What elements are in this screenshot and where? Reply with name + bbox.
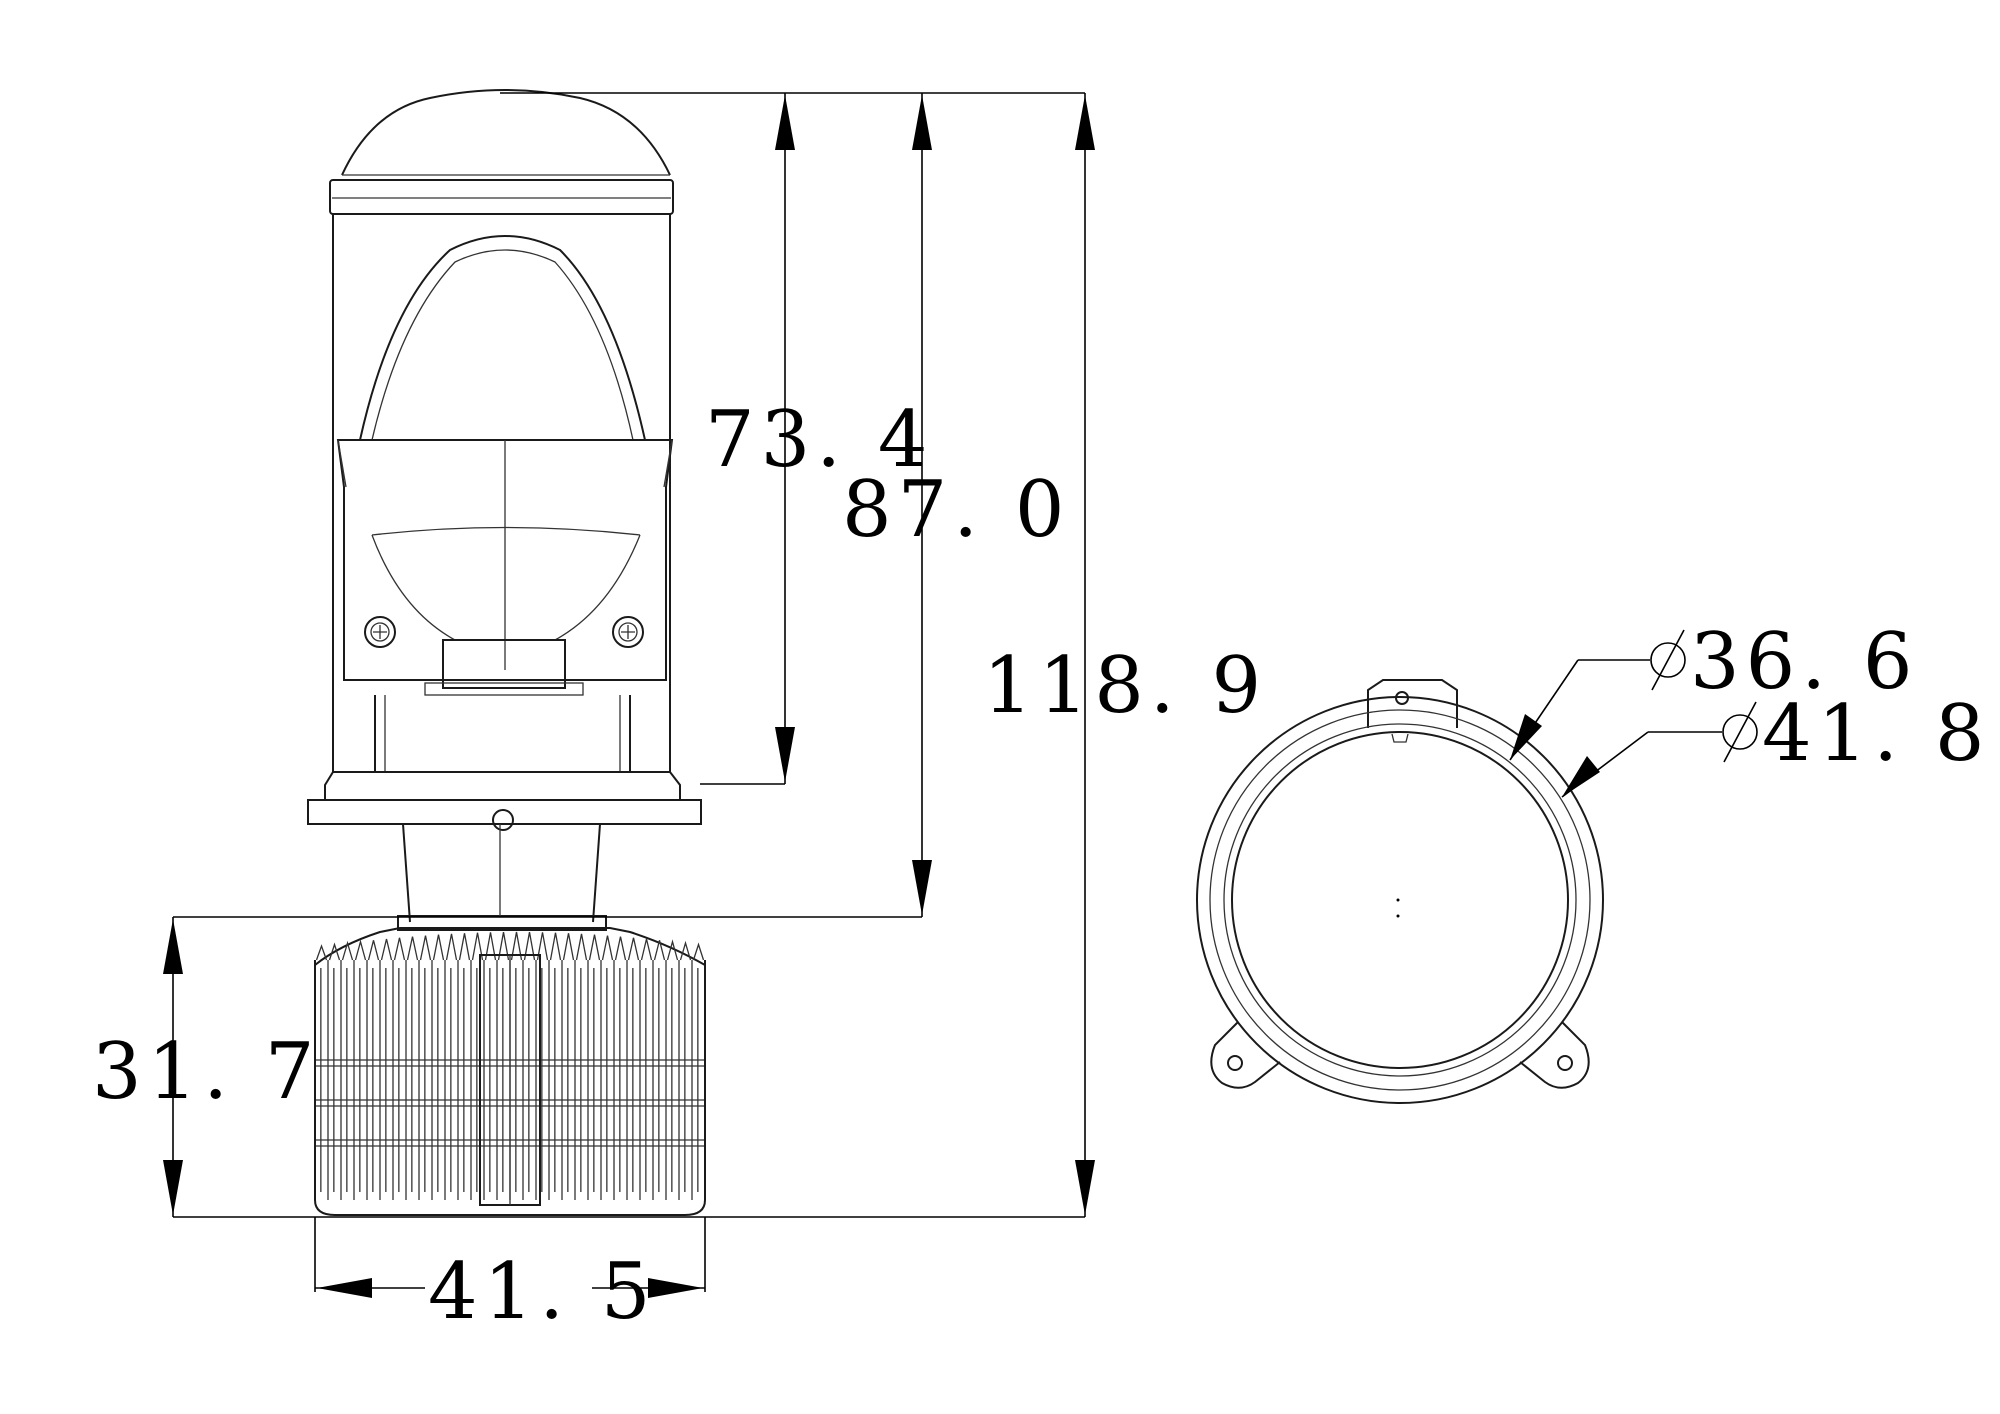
dim-total-height: 118. 9 [983,641,1267,731]
top-tab [1367,679,1458,728]
dimension-lines [163,92,1095,1298]
dim-upper-height: 87. 0 [842,465,1070,555]
mounting-flange [324,771,681,801]
bottom-right-lug [1519,1021,1590,1089]
inner-lens [1231,731,1569,1069]
dim-lens-height: 73. 4 [705,395,933,485]
dim-outer-diameter: 41. 8 [1722,689,1990,779]
screw-left-icon [364,616,396,648]
lens-housing [332,214,671,772]
adapter-collar [402,823,601,923]
dim-inner-diameter: 36. 6 [1650,617,1918,707]
outer-ring [1196,696,1604,1104]
dim-base-width: 41. 5 [428,1247,656,1337]
lens-dome [341,89,671,176]
svg-text:41. 8: 41. 8 [1762,689,1990,779]
dim-base-height: 31. 7 [92,1027,320,1117]
side-view [307,89,702,931]
front-view [1196,659,1722,1104]
bottom-left-lug [1210,1021,1281,1089]
svg-text:36. 6: 36. 6 [1690,617,1918,707]
diameter-icon [1722,714,1758,750]
diameter-icon [1650,642,1686,678]
reflector-arch [359,235,646,441]
heatsink [314,927,706,1216]
lens-ring [329,179,674,215]
screw-right-icon [612,616,644,648]
